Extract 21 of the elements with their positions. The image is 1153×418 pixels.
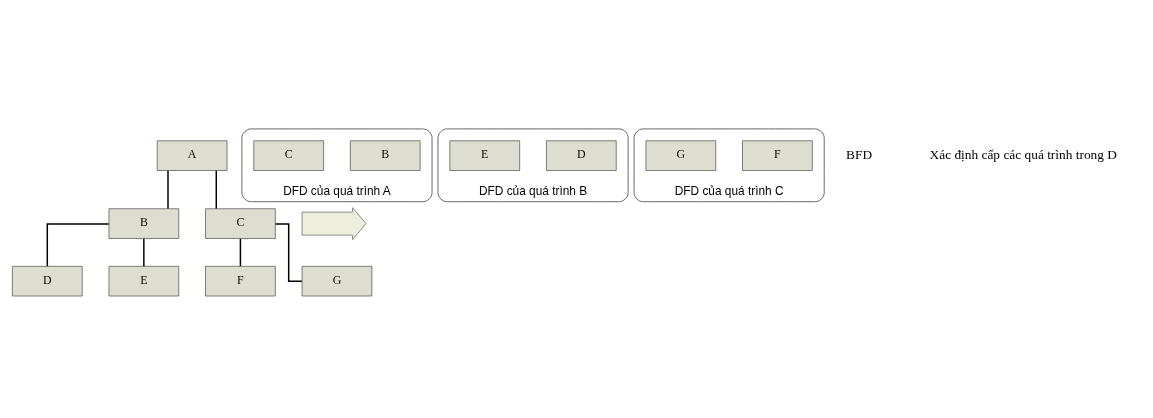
connector <box>215 169 217 209</box>
label: BFD <box>846 146 873 162</box>
node-box: B <box>349 139 421 171</box>
node-box: E <box>108 265 180 296</box>
label: Xác định cấp các quá trình trong D <box>929 146 1117 162</box>
connector <box>143 237 145 267</box>
node-box: C <box>205 207 276 239</box>
node-box: F <box>205 265 276 296</box>
node-box: D <box>546 139 617 171</box>
node-box: G <box>645 139 717 171</box>
node-box: E <box>449 139 521 171</box>
node-arrow <box>301 206 367 240</box>
node-box: B <box>108 207 180 239</box>
node-box: F <box>742 139 813 171</box>
node-box: C <box>253 139 324 171</box>
node-box: D <box>12 265 83 296</box>
connector <box>46 222 110 267</box>
connector <box>239 237 242 267</box>
connector <box>167 169 169 209</box>
node-box: A <box>156 139 228 171</box>
node-box: G <box>301 265 373 296</box>
